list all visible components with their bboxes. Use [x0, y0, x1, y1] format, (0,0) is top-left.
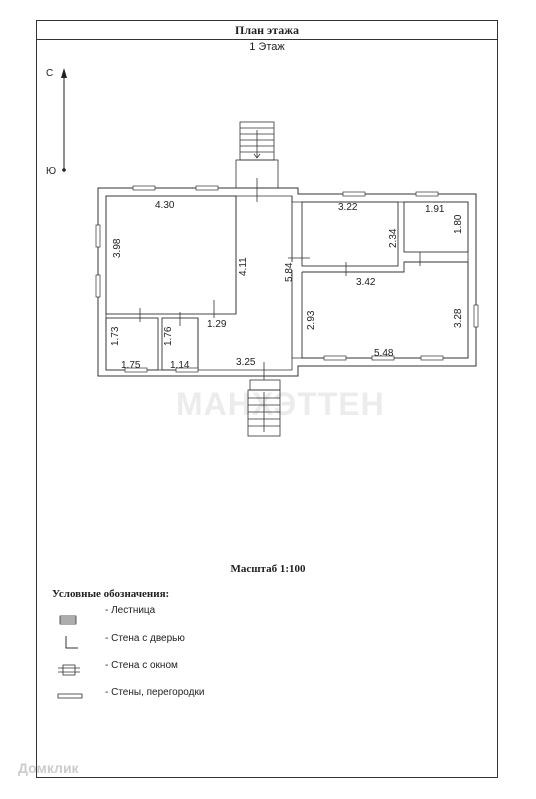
legend-title: Условные обозначения: [52, 588, 170, 600]
dim-1-14: 1.14 [170, 360, 190, 371]
stair-top [235, 121, 279, 189]
footer-logo: Домклик [18, 760, 79, 776]
drawing-frame [36, 20, 498, 778]
legend-item-stair: - Лестница [105, 605, 156, 616]
dimension-labels: 4.30 3.98 4.11 1.29 1.73 1.76 1.75 1.14 … [110, 200, 464, 371]
dim-3-42: 3.42 [356, 277, 376, 288]
dim-3-98: 3.98 [112, 238, 123, 258]
dim-4-30: 4.30 [155, 200, 175, 211]
interior-walls [105, 195, 469, 371]
dim-2-34: 2.34 [388, 228, 399, 248]
legend-item-partition: - Стены, перегородки [105, 687, 205, 698]
stair-icon [59, 615, 77, 625]
legend-item-window-wall: - Стена с окном [105, 660, 178, 671]
window-wall-icon [58, 664, 80, 676]
floor-label: 1 Этаж [249, 41, 285, 53]
window-marks [95, 185, 479, 373]
page-title: План этажа [36, 20, 498, 40]
dim-1-73: 1.73 [110, 326, 121, 346]
compass-north: С [46, 68, 53, 79]
partition-wall-icon [57, 693, 83, 699]
compass-arrow-icon [61, 68, 67, 172]
dim-5-84: 5.84 [284, 262, 295, 282]
dim-1-29: 1.29 [207, 319, 227, 330]
dim-1-80: 1.80 [453, 214, 464, 234]
dim-3-28: 3.28 [453, 308, 464, 328]
dim-3-25: 3.25 [236, 357, 256, 368]
dim-1-91: 1.91 [425, 204, 445, 215]
dim-2-93: 2.93 [306, 310, 317, 330]
dim-5-48: 5.48 [374, 348, 394, 359]
dim-1-75: 1.75 [121, 360, 141, 371]
scale-label: Масштаб 1:100 [230, 563, 306, 575]
stair-bottom [247, 379, 281, 437]
legend-item-door-wall: - Стена с дверью [105, 633, 185, 644]
compass-south: Ю [46, 166, 56, 177]
door-wall-icon [65, 636, 78, 649]
dim-4-11: 4.11 [238, 257, 249, 276]
dim-1-76: 1.76 [163, 326, 174, 346]
door-marks [139, 178, 421, 380]
dim-3-22: 3.22 [338, 202, 358, 213]
